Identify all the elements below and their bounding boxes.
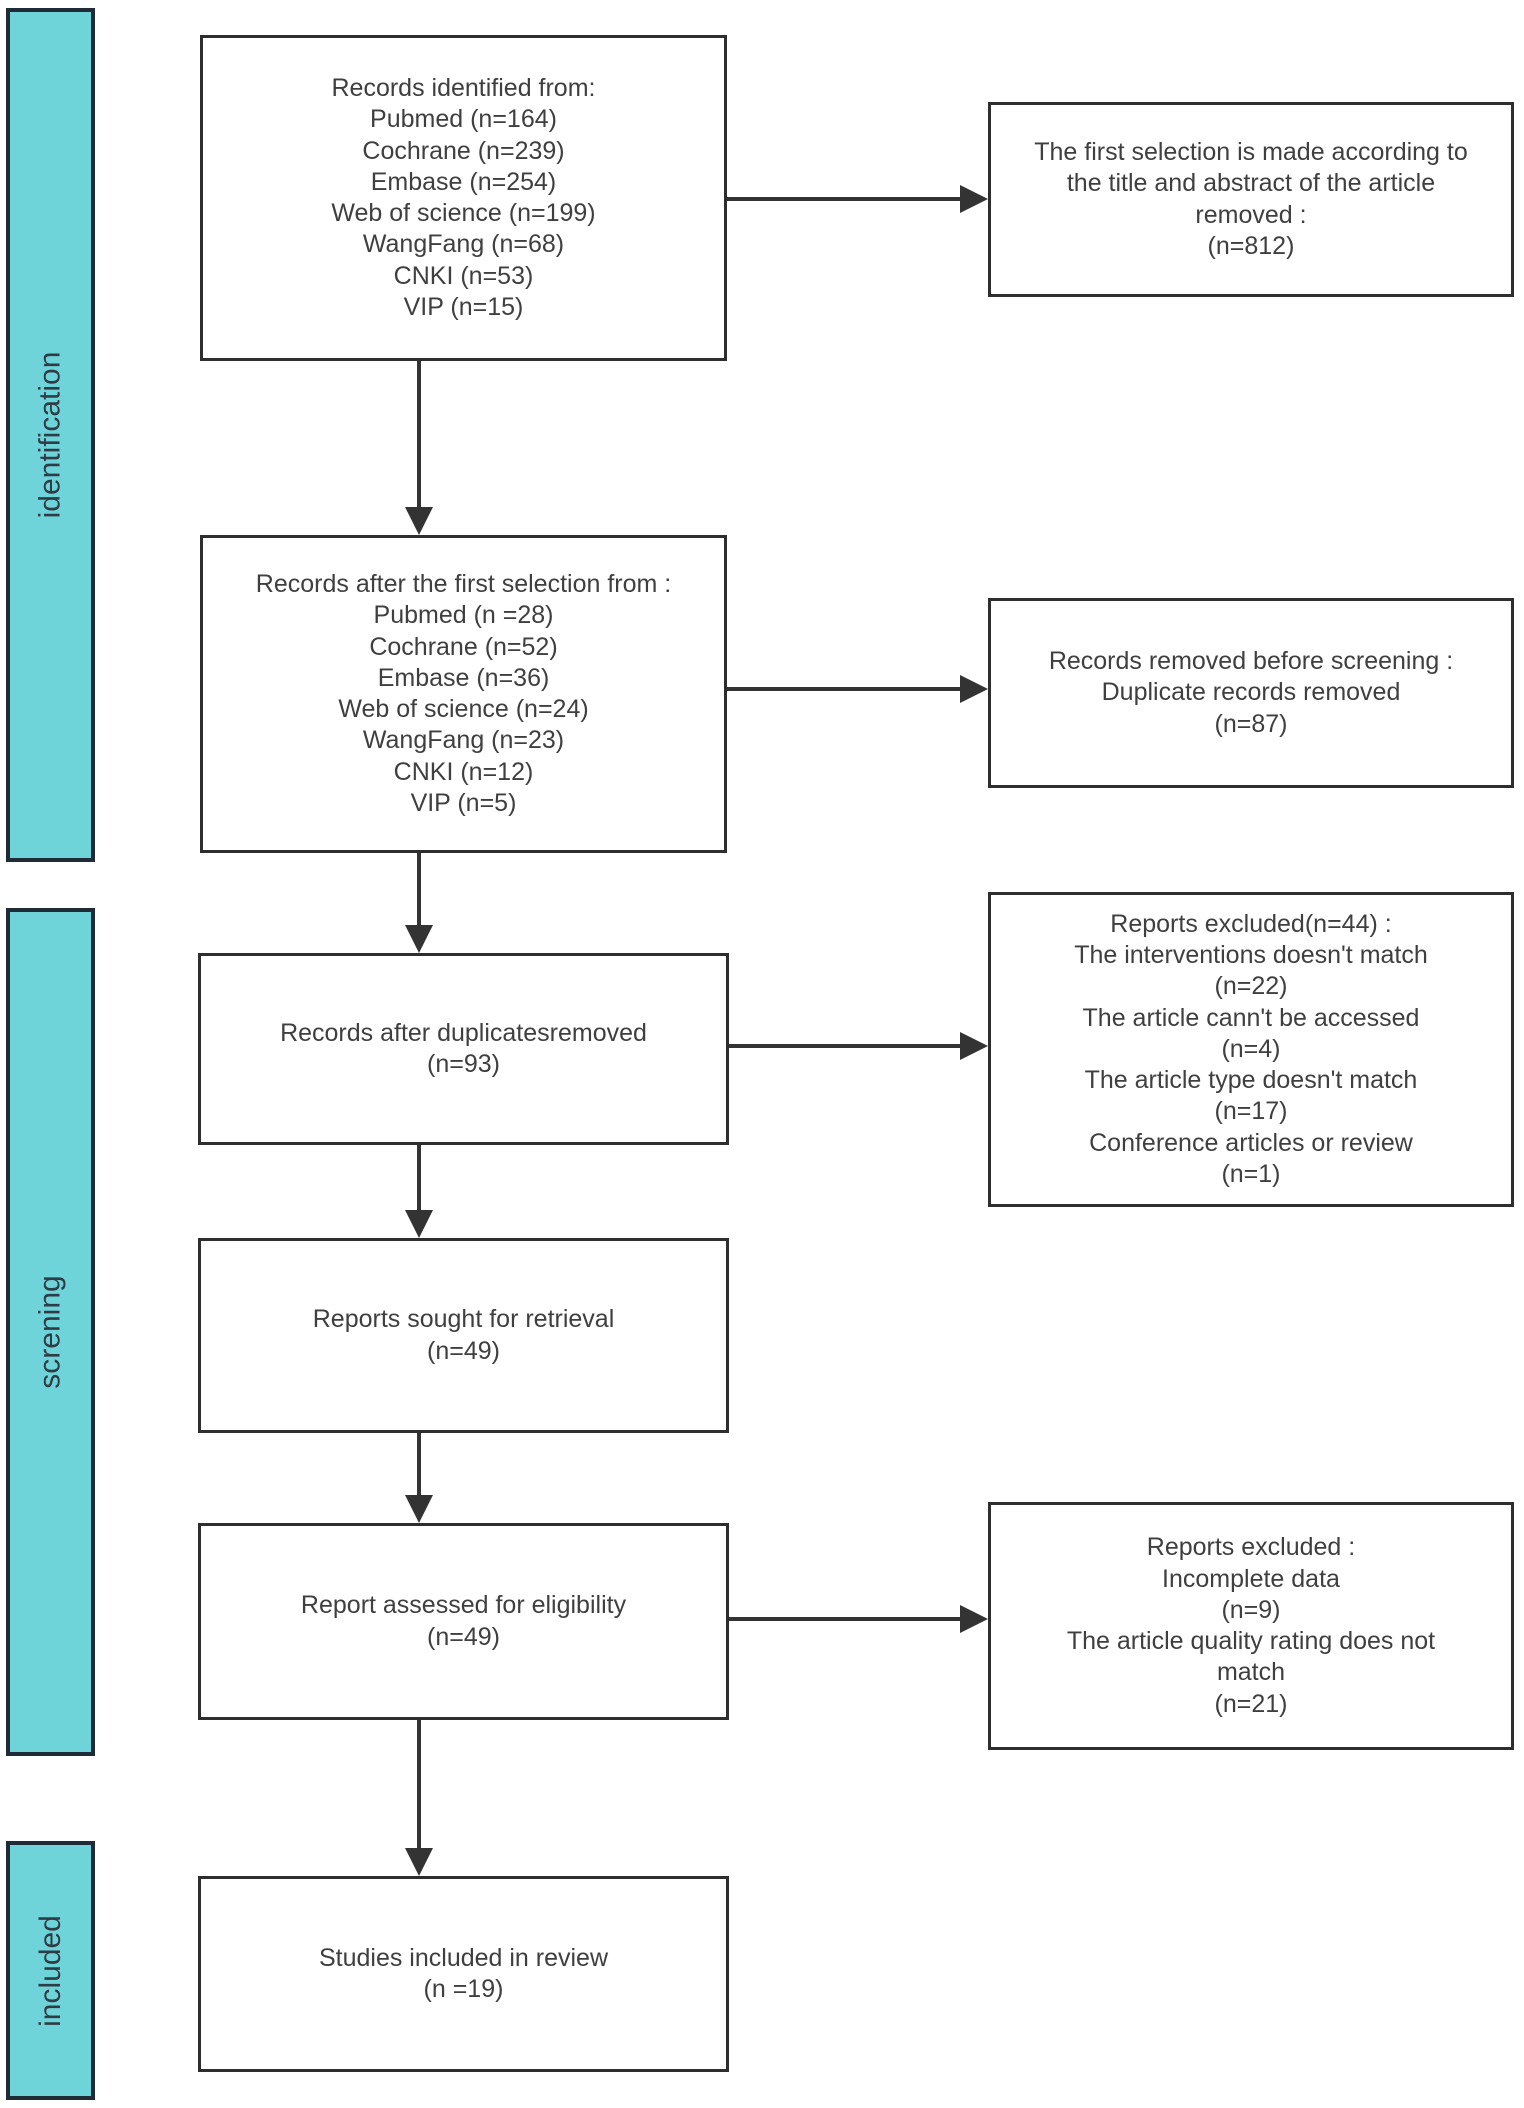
arrow-down-3-head — [405, 1210, 433, 1238]
stage-label-included: included — [33, 1914, 67, 2027]
arrow-down-4-head — [405, 1495, 433, 1523]
arrow-right-1-line — [727, 197, 960, 201]
arrow-down-4-line — [417, 1433, 421, 1495]
arrow-down-1-line — [417, 361, 421, 507]
box-records-after-first-selection: Records after the first selection from :… — [200, 535, 727, 853]
arrow-right-3-line — [729, 1044, 960, 1048]
stage-label-screening: screning — [33, 1275, 67, 1389]
arrow-right-2-line — [727, 687, 960, 691]
arrow-down-5-head — [405, 1848, 433, 1876]
arrow-right-4-head — [960, 1605, 988, 1633]
stage-bar-identification: identification — [6, 8, 95, 862]
box-records-after-duplicates-removed: Records after duplicatesremoved (n=93) — [198, 953, 729, 1145]
box-report-assessed-eligibility: Report assessed for eligibility (n=49) — [198, 1523, 729, 1720]
stage-label-identification: identification — [33, 351, 67, 519]
box-reports-excluded-eligibility: Reports excluded : Incomplete data (n=9)… — [988, 1502, 1514, 1750]
arrow-right-4-line — [729, 1617, 960, 1621]
arrow-down-2-line — [417, 853, 421, 925]
box-reports-excluded-screening: Reports excluded(n=44) : The interventio… — [988, 892, 1514, 1207]
arrow-right-2-head — [960, 675, 988, 703]
arrow-down-2-head — [405, 925, 433, 953]
stage-bar-included: included — [6, 1841, 95, 2100]
box-reports-sought-retrieval: Reports sought for retrieval (n=49) — [198, 1238, 729, 1433]
arrow-down-3-line — [417, 1145, 421, 1210]
arrow-down-1-head — [405, 507, 433, 535]
box-records-removed-before-screening: Records removed before screening : Dupli… — [988, 598, 1514, 788]
box-studies-included: Studies included in review (n =19) — [198, 1876, 729, 2072]
stage-bar-screening: screning — [6, 908, 95, 1756]
box-first-selection-removed: The first selection is made according to… — [988, 102, 1514, 297]
arrow-down-5-line — [417, 1720, 421, 1848]
arrow-right-1-head — [960, 185, 988, 213]
arrow-right-3-head — [960, 1032, 988, 1060]
box-records-identified: Records identified from: Pubmed (n=164) … — [200, 35, 727, 361]
